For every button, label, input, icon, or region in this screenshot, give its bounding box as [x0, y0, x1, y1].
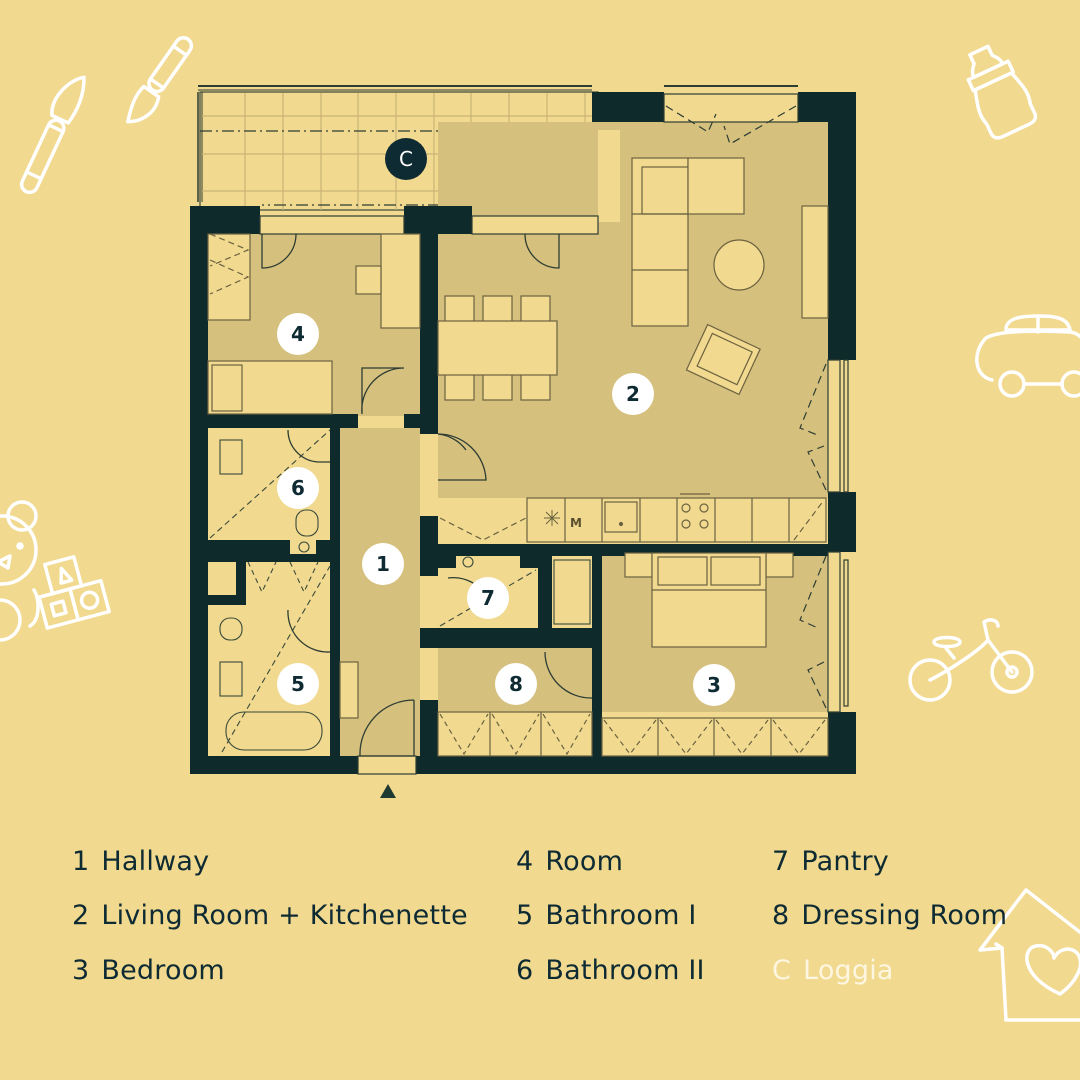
entrance-arrow-icon — [380, 784, 396, 798]
toy-car-icon — [975, 314, 1080, 398]
room-number: 3 — [707, 673, 721, 697]
teddy-bear-icon — [0, 500, 40, 642]
living-furniture — [437, 157, 829, 401]
cooktop-vent-icon — [544, 510, 560, 526]
baby-bottle-icon — [966, 44, 1038, 140]
room-number: 1 — [376, 552, 390, 576]
balance-bike-icon — [908, 618, 1034, 702]
paintbrush-icon — [19, 75, 86, 195]
bedroom-furniture — [601, 552, 829, 757]
room-label-bathroom-2: 6 — [277, 467, 319, 509]
room-number: 7 — [481, 586, 495, 610]
room-label-loggia: C — [385, 138, 427, 180]
room-label-bedroom: 3 — [693, 664, 735, 706]
doors — [261, 233, 593, 757]
room-number: 8 — [509, 672, 523, 696]
room-number: C — [399, 147, 413, 171]
walls — [190, 92, 856, 774]
hallway-furniture — [339, 661, 359, 719]
house-heart-icon — [978, 888, 1080, 1022]
room-label-dressing-room: 8 — [495, 663, 537, 705]
decorative-icons — [0, 36, 1080, 1022]
room-number: 2 — [626, 382, 640, 406]
room-label-hallway: 1 — [362, 543, 404, 585]
room-number: 4 — [291, 322, 305, 346]
paintbrush-icon — [126, 36, 194, 124]
room4-furniture — [207, 233, 421, 415]
dressing-room-wardrobes — [437, 711, 593, 757]
room-label-room: 4 — [277, 313, 319, 355]
room-label-living-room: 2 — [612, 373, 654, 415]
toy-blocks-icon — [37, 555, 111, 630]
microwave-icon: M — [570, 516, 582, 530]
kitchen-counter — [439, 493, 827, 543]
room-label-bathroom-1: 5 — [277, 663, 319, 705]
windows — [259, 85, 849, 775]
room-number: 5 — [291, 672, 305, 696]
room-label-pantry: 7 — [467, 577, 509, 619]
window-swings — [665, 105, 827, 709]
room-number: 6 — [291, 476, 305, 500]
